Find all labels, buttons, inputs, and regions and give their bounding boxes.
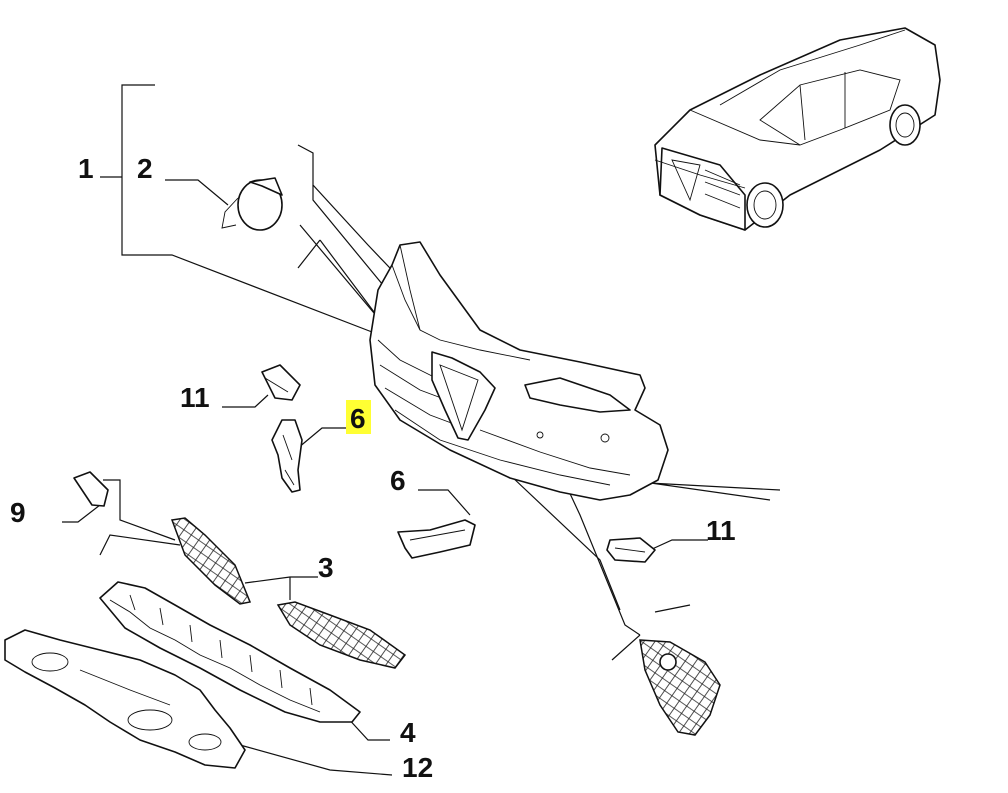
callout-2: 2: [137, 153, 153, 184]
callout-11-right: 11: [706, 515, 736, 546]
car-illustration: [654, 27, 941, 231]
part-undertray: [4, 629, 246, 769]
part-clip-9: [73, 471, 109, 507]
callout-4: 4: [400, 717, 416, 748]
part-lower-reinforcement: [99, 581, 361, 723]
callout-labels: 1 2 11 6 6 9 3 11 4 12: [10, 153, 736, 783]
callout-6-highlighted: 6: [350, 403, 366, 434]
part-bracket-11-upper: [261, 364, 301, 401]
part-side-grilles: [170, 517, 407, 669]
part-front-bumper: [369, 241, 669, 501]
callout-6-right: 6: [390, 465, 406, 496]
part-tow-hook-cap: [221, 177, 283, 231]
callout-3: 3: [318, 552, 334, 583]
callout-1: 1: [78, 153, 94, 184]
part-bracket-11-right: [606, 537, 656, 563]
part-bracket-6-right: [397, 519, 476, 559]
callout-9: 9: [10, 497, 26, 528]
callout-12: 12: [402, 752, 433, 783]
part-center-grille: [639, 639, 721, 736]
highlight-marker: [346, 400, 371, 434]
callout-11-upper: 11: [180, 382, 210, 413]
part-bracket-6-left: [271, 419, 303, 493]
